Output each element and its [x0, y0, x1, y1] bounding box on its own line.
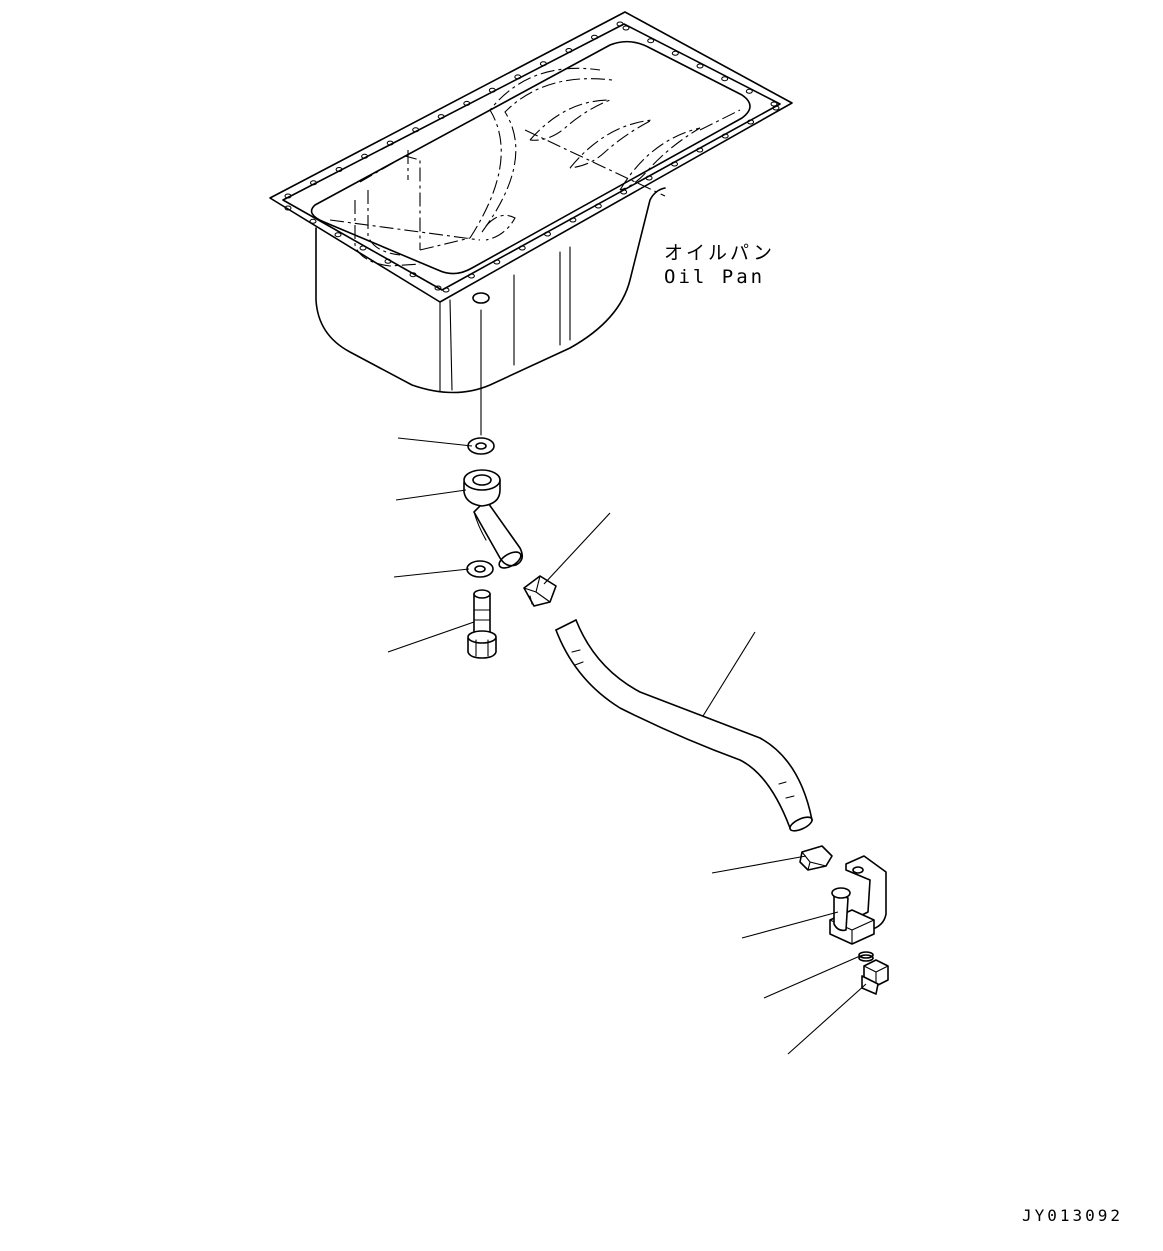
bolt-hole	[721, 76, 729, 82]
bolt-hole	[309, 218, 317, 224]
bolt-hole	[442, 287, 450, 293]
bolt-hole	[622, 25, 630, 31]
elbow-bracket	[829, 855, 887, 945]
bolt-hole	[437, 114, 445, 120]
hose-clamp-lower	[799, 845, 833, 871]
bolt-hole	[334, 232, 342, 238]
bolt-hole	[284, 205, 292, 211]
leader-hose-clamp-upper	[543, 512, 611, 585]
hose-clamp-upper	[523, 575, 557, 607]
bolt-hole	[335, 167, 343, 172]
bolt-hole	[671, 50, 679, 56]
bolt-hole	[359, 245, 367, 251]
bolt-hole	[434, 285, 442, 291]
leader-banjo-fitting	[395, 489, 467, 501]
bolt-hole	[412, 127, 420, 133]
leader-hose	[702, 631, 756, 717]
bolt-hole	[518, 245, 526, 251]
leader-banjo-bolt	[387, 621, 475, 653]
leader-washer-upper	[397, 437, 473, 447]
bolt-hole	[645, 175, 653, 181]
bolt-hole	[565, 48, 573, 53]
leader-hose-clamp-lower	[711, 855, 807, 874]
bolt-hole	[467, 273, 475, 279]
bolt-hole	[745, 88, 753, 94]
bolt-hole	[539, 61, 547, 67]
banjo-fitting	[463, 469, 524, 569]
bolt-hole	[493, 259, 501, 265]
bolt-hole	[770, 101, 778, 107]
oil-pan-label-jp: オイルパン	[664, 242, 775, 264]
washer-lower	[466, 560, 494, 578]
bolt-hole	[310, 180, 317, 186]
bolt-hole	[671, 161, 678, 167]
bolt-hole	[514, 74, 522, 80]
connector-plug	[861, 959, 889, 995]
bolt-hole	[284, 193, 292, 199]
bolt-hole	[647, 38, 655, 44]
bolt-hole	[616, 21, 624, 27]
bolt-hole	[361, 153, 369, 159]
bolt-hole	[488, 87, 496, 93]
flange-bolt-holes	[284, 21, 780, 293]
bolt-hole	[544, 231, 551, 237]
o-ring	[858, 951, 874, 962]
leader-o-ring	[763, 955, 861, 999]
bolt-hole	[721, 133, 729, 139]
bolt-hole	[594, 203, 602, 209]
leader-lines	[387, 437, 867, 1055]
bolt-hole	[569, 217, 577, 223]
bolt-hole	[409, 272, 417, 278]
drawing-code: JY013092	[1022, 1206, 1123, 1225]
bolt-hole	[386, 140, 394, 146]
banjo-bolt	[467, 589, 497, 659]
hose	[555, 619, 813, 832]
bolt-hole	[696, 63, 704, 69]
bolt-hole	[384, 258, 392, 264]
bolt-hole	[620, 189, 628, 195]
leader-elbow-bracket	[741, 911, 839, 939]
bolt-hole	[591, 34, 598, 40]
oil-pan	[269, 11, 793, 394]
leader-connector-plug	[787, 983, 867, 1055]
bolt-hole	[696, 147, 704, 153]
leader-washer-lower	[393, 568, 470, 578]
bolt-hole	[463, 100, 471, 106]
oil-pan-label-en: Oil Pan	[664, 266, 765, 288]
bolt-hole	[772, 105, 780, 111]
bolt-hole	[747, 119, 755, 125]
